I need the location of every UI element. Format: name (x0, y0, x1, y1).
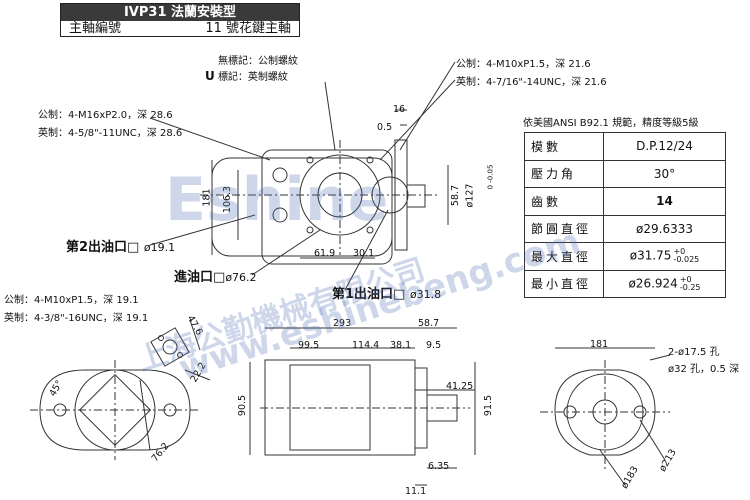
dim-106-3: 106.3 (222, 185, 234, 214)
inlet-port: 進油口□ø76.2 (174, 270, 257, 285)
dim-41-25: 41.25 (446, 381, 474, 392)
left-end-view (30, 360, 200, 460)
dim-58-7: 58.7 (450, 184, 462, 207)
port-detail (150, 319, 211, 381)
dim-11-1: 11.1 (405, 486, 427, 497)
dim-127: ø127 (464, 183, 476, 208)
side-view (249, 327, 476, 486)
dim-38-1: 38.1 (390, 340, 412, 351)
dim-holes: 2-ø17.5 孔 (668, 347, 720, 358)
note-imperial-left: 英制：4-5/8"-11UNC，深 28.6 (38, 128, 183, 139)
legend-u-letter: U (205, 69, 215, 83)
dim-0-5: 0.5 (377, 122, 393, 133)
dim-91-5: 91.5 (483, 394, 495, 417)
dim-90-5: 90.5 (237, 394, 249, 417)
title-box: IVP31 法蘭安裝型 主軸編號 11 號花鍵主軸 (60, 3, 300, 37)
dim-181: 181 (201, 188, 213, 207)
shaft-code-label: 主軸編號 (69, 21, 122, 36)
dim-16: 16 (393, 104, 406, 115)
shaft-code-value: 11 號花鍵主軸 (205, 21, 291, 36)
right-end-view (540, 347, 671, 486)
shaft-code-row: 主軸編號 11 號花鍵主軸 (61, 21, 299, 36)
note-metric-top-right: 公制：4-M10xP1.5，深 21.6 (456, 59, 591, 70)
outlet1-port: 第1出油口□ ø31.8 (332, 287, 442, 302)
dim-99-5: 99.5 (298, 340, 320, 351)
note-imperial-lower: 英制：4-3/8"-16UNC，深 19.1 (4, 313, 149, 324)
dim-6-35: 6.35 (428, 461, 450, 472)
dim-181-end: 181 (590, 339, 609, 350)
dim-30-1: 30.1 (353, 248, 375, 259)
dim-293: 293 (333, 318, 352, 329)
dim-spot-face: ø32 孔，0.5 深 (668, 364, 740, 375)
dim-127-tol: 0 -0.05 (486, 164, 495, 190)
legend-metric: 無標記：公制螺紋 (218, 56, 298, 67)
legend-u-text: 標記：英制螺紋 (217, 72, 288, 83)
dim-114-4: 114.4 (352, 340, 380, 351)
dim-9-5: 9.5 (426, 340, 442, 351)
note-metric-lower: 公制：4-M10xP1.5，深 19.1 (4, 295, 139, 306)
note-metric-left: 公制：4-M16xP2.0，深 28.6 (38, 110, 173, 121)
dim-58-7-side: 58.7 (418, 318, 440, 329)
spline-spec-caption: 依美國ANSI B92.1 規範，精度等級5級 (523, 118, 699, 129)
note-imperial-top-right: 英制：4-7/16"-14UNC，深 21.6 (456, 77, 607, 88)
model-title: IVP31 法蘭安裝型 (61, 4, 299, 21)
front-view (149, 61, 456, 291)
legend-imperial: U 標記：英制螺紋 (205, 68, 288, 83)
dim-61-9: 61.9 (314, 248, 336, 259)
